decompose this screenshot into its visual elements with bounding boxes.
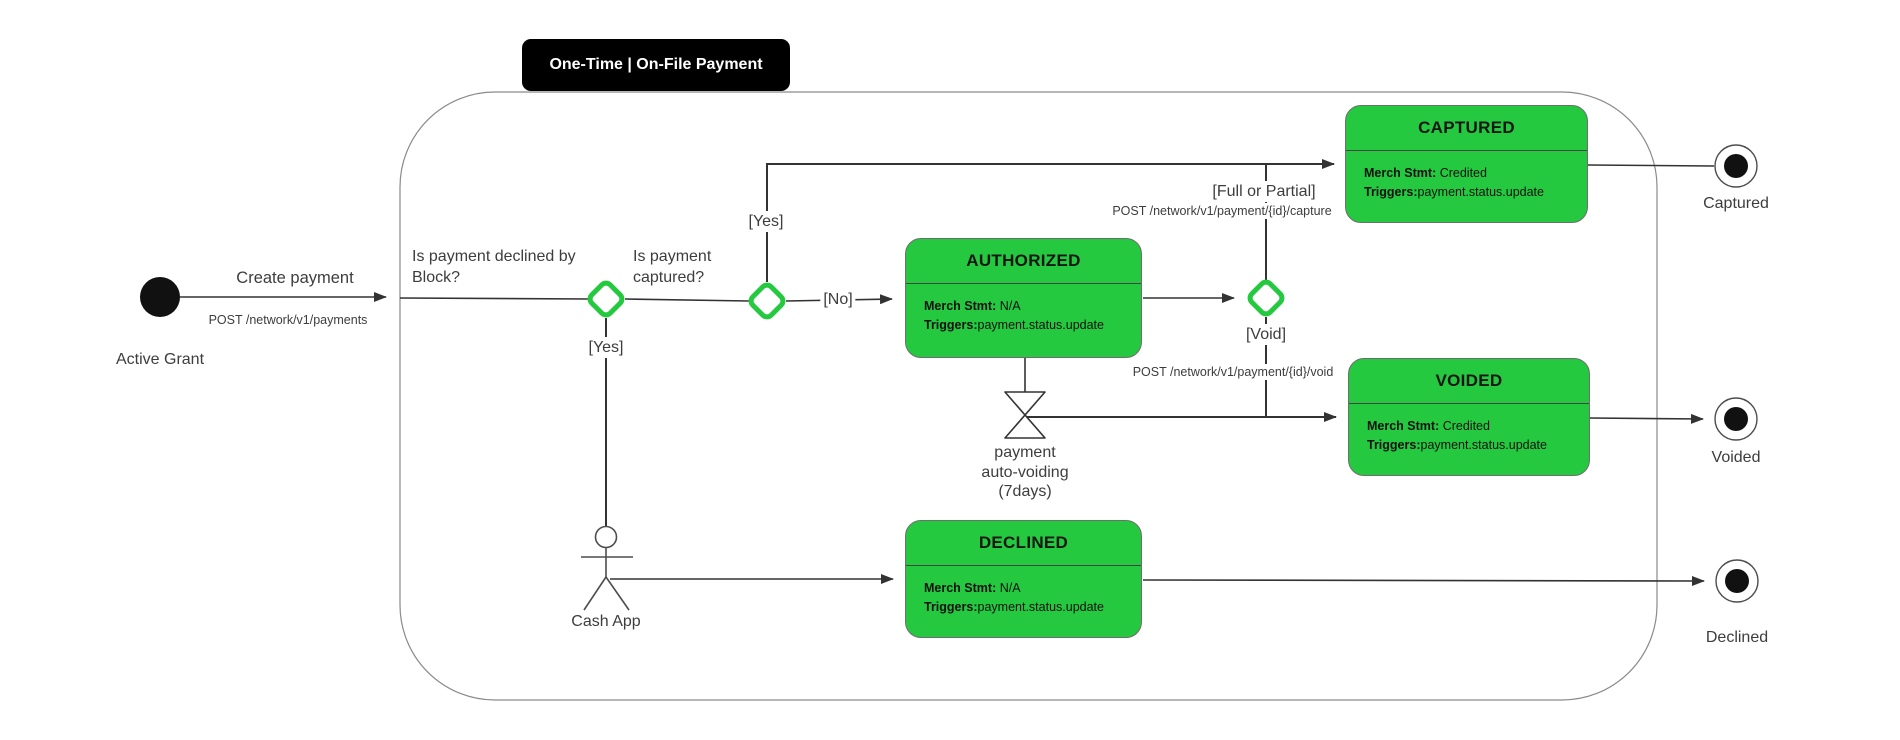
state-body: Merch Stmt: Credited Triggers:payment.st… (1346, 151, 1587, 201)
start-node-label: Active Grant (115, 351, 205, 368)
triggers-value: payment.status.update (1420, 437, 1547, 452)
triggers-value: payment.status.update (977, 599, 1104, 614)
end-label-captured: Captured (1703, 195, 1769, 212)
end-node-captured (1714, 144, 1758, 188)
state-voided: VOIDED Merch Stmt: Credited Triggers:pay… (1348, 358, 1590, 476)
start-node (140, 277, 180, 317)
merch-stmt-row: Merch Stmt: N/A (924, 297, 1133, 316)
end-node-declined (1715, 559, 1759, 603)
auto-void-line3: (7days) (998, 483, 1052, 500)
merch-stmt-value: N/A (999, 581, 1021, 595)
merch-stmt-value: N/A (999, 299, 1021, 313)
edge-label-post-payments: POST /network/v1/payments (208, 313, 368, 327)
edge-label-post-void: POST /network/v1/payment/{id}/void (1129, 364, 1337, 380)
state-title: AUTHORIZED (906, 239, 1141, 284)
triggers-label: Triggers: (924, 599, 978, 614)
merch-stmt-row: Merch Stmt: N/A (924, 579, 1133, 598)
triggers-row: Triggers:payment.status.update (1367, 436, 1581, 455)
merch-stmt-label: Merch Stmt: (1364, 166, 1437, 180)
state-authorized: AUTHORIZED Merch Stmt: N/A Triggers:paym… (905, 238, 1142, 358)
end-node-voided (1714, 397, 1758, 441)
state-title: DECLINED (906, 521, 1141, 566)
state-title: VOIDED (1349, 359, 1589, 404)
hourglass-icon (1004, 391, 1046, 439)
merch-stmt-label: Merch Stmt: (924, 299, 997, 313)
merch-stmt-value: Credited (1442, 419, 1490, 433)
question-declined-by-block: Is payment declined by Block? (412, 246, 576, 288)
edge-decision1-decision2 (624, 298, 750, 302)
merch-stmt-row: Merch Stmt: Credited (1364, 164, 1579, 183)
decision-payment-captured (748, 282, 786, 320)
merch-stmt-label: Merch Stmt: (1367, 419, 1440, 433)
state-body: Merch Stmt: N/A Triggers:payment.status.… (906, 566, 1141, 616)
branch-label-yes-up: [Yes] (745, 211, 787, 232)
branch-label-full-or-partial: [Full or Partial] (1209, 181, 1319, 202)
edge-label-post-capture: POST /network/v1/payment/{id}/capture (1109, 203, 1335, 219)
state-body: Merch Stmt: N/A Triggers:payment.status.… (906, 284, 1141, 334)
branch-label-no: [No] (820, 289, 856, 310)
state-body: Merch Stmt: Credited Triggers:payment.st… (1349, 404, 1589, 454)
actor-label: Cash App (571, 613, 641, 630)
decision-declined-by-block (587, 280, 625, 318)
edge-voided-end (1589, 413, 1704, 424)
triggers-label: Triggers: (924, 317, 978, 332)
state-title: CAPTURED (1346, 106, 1587, 151)
triggers-row: Triggers:payment.status.update (1364, 183, 1579, 202)
end-label-declined: Declined (1705, 629, 1769, 646)
actor-icon (581, 525, 633, 611)
question-line2: captured? (633, 269, 705, 286)
triggers-value: payment.status.update (977, 317, 1104, 332)
triggers-value: payment.status.update (1417, 184, 1544, 199)
branch-label-yes-down: [Yes] (585, 337, 627, 358)
state-declined: DECLINED Merch Stmt: N/A Triggers:paymen… (905, 520, 1142, 638)
question-payment-captured: Is payment captured? (633, 246, 711, 288)
edge-yes-up-captured (766, 159, 1335, 282)
triggers-label: Triggers: (1364, 184, 1418, 199)
triggers-label: Triggers: (1367, 437, 1421, 452)
container-boundary (399, 91, 1658, 701)
edge-into-decision1 (399, 297, 590, 300)
edge-label-create-payment: Create payment (236, 269, 354, 287)
merch-stmt-value: Credited (1439, 166, 1487, 180)
auto-void-label: payment auto-voiding (7days) (981, 443, 1068, 502)
end-label-voided: Voided (1711, 449, 1761, 466)
branch-label-void: [Void] (1242, 324, 1290, 345)
merch-stmt-label: Merch Stmt: (924, 581, 997, 595)
decision-capture-or-void (1247, 279, 1285, 317)
auto-void-line1: payment (994, 444, 1056, 461)
diagram-title-banner: One-Time | On-File Payment (522, 39, 790, 91)
auto-void-line2: auto-voiding (981, 463, 1069, 481)
question-line1: Is payment declined by (412, 248, 576, 265)
triggers-row: Triggers:payment.status.update (924, 316, 1133, 335)
state-captured: CAPTURED Merch Stmt: Credited Triggers:p… (1345, 105, 1588, 223)
edge-declined-end (1142, 575, 1705, 586)
merch-stmt-row: Merch Stmt: Credited (1367, 417, 1581, 436)
question-line1: Is payment (633, 248, 712, 265)
edge-captured-end (1587, 164, 1715, 167)
triggers-row: Triggers:payment.status.update (924, 598, 1133, 617)
question-line2: Block? (412, 269, 461, 286)
